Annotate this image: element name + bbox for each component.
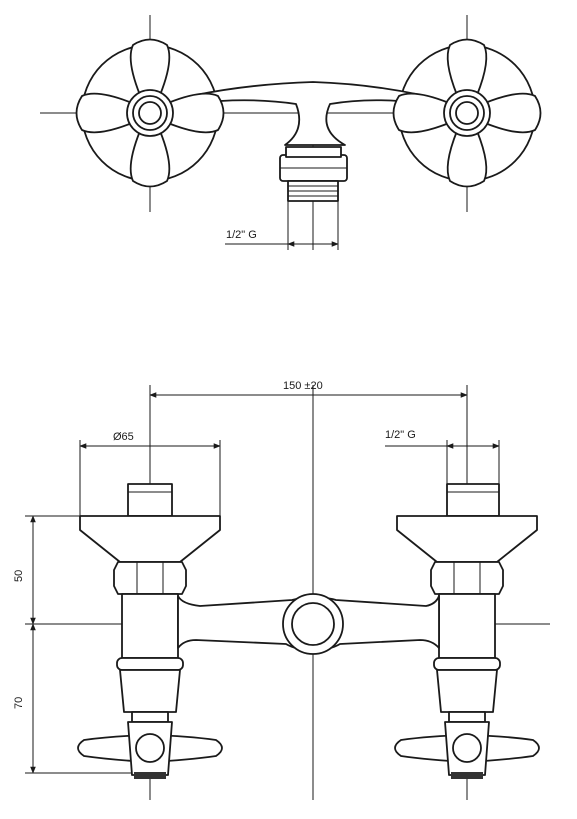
right-valve-body [438,593,496,659]
top-right-cross-handle [392,38,542,188]
right-valve-unit [394,483,540,779]
left-collar [116,657,184,671]
height-dimensions: 50 70 [13,515,150,774]
top-left-cross-handle [75,38,225,188]
diameter-dimension: Ø65 [79,431,221,520]
right-hex-nut [430,561,504,595]
height-lower-label: 70 [13,697,25,709]
height-upper-label: 50 [13,570,25,582]
left-rosette-cone [79,515,221,563]
center-distance-dimension: 150 ±20 [149,380,468,398]
left-inlet-thread [127,483,173,517]
center-distance-label: 150 ±20 [283,380,323,392]
outlet-collar [285,146,342,158]
front-thread-dimension: 1/2" G [385,429,500,485]
front-view: 150 ±20 Ø65 1/2" G 50 70 [13,380,550,800]
right-collar [433,657,501,671]
outlet-ring-inner [291,602,335,646]
top-thread-label: 1/2" G [226,229,257,241]
mixer-body [177,593,440,655]
left-bonnet [119,669,181,713]
right-bonnet [436,669,498,713]
left-valve-body [121,593,179,659]
top-view: 1/2" G [40,15,542,250]
top-body-arm [195,81,422,146]
left-valve-unit [77,483,223,779]
front-thread-label: 1/2" G [385,429,416,441]
left-hex-nut [113,561,187,595]
right-rosette-cone [396,515,538,563]
diameter-label: Ø65 [113,431,134,443]
right-inlet-thread [446,483,500,517]
top-thread-dimension: 1/2" G [225,201,339,250]
